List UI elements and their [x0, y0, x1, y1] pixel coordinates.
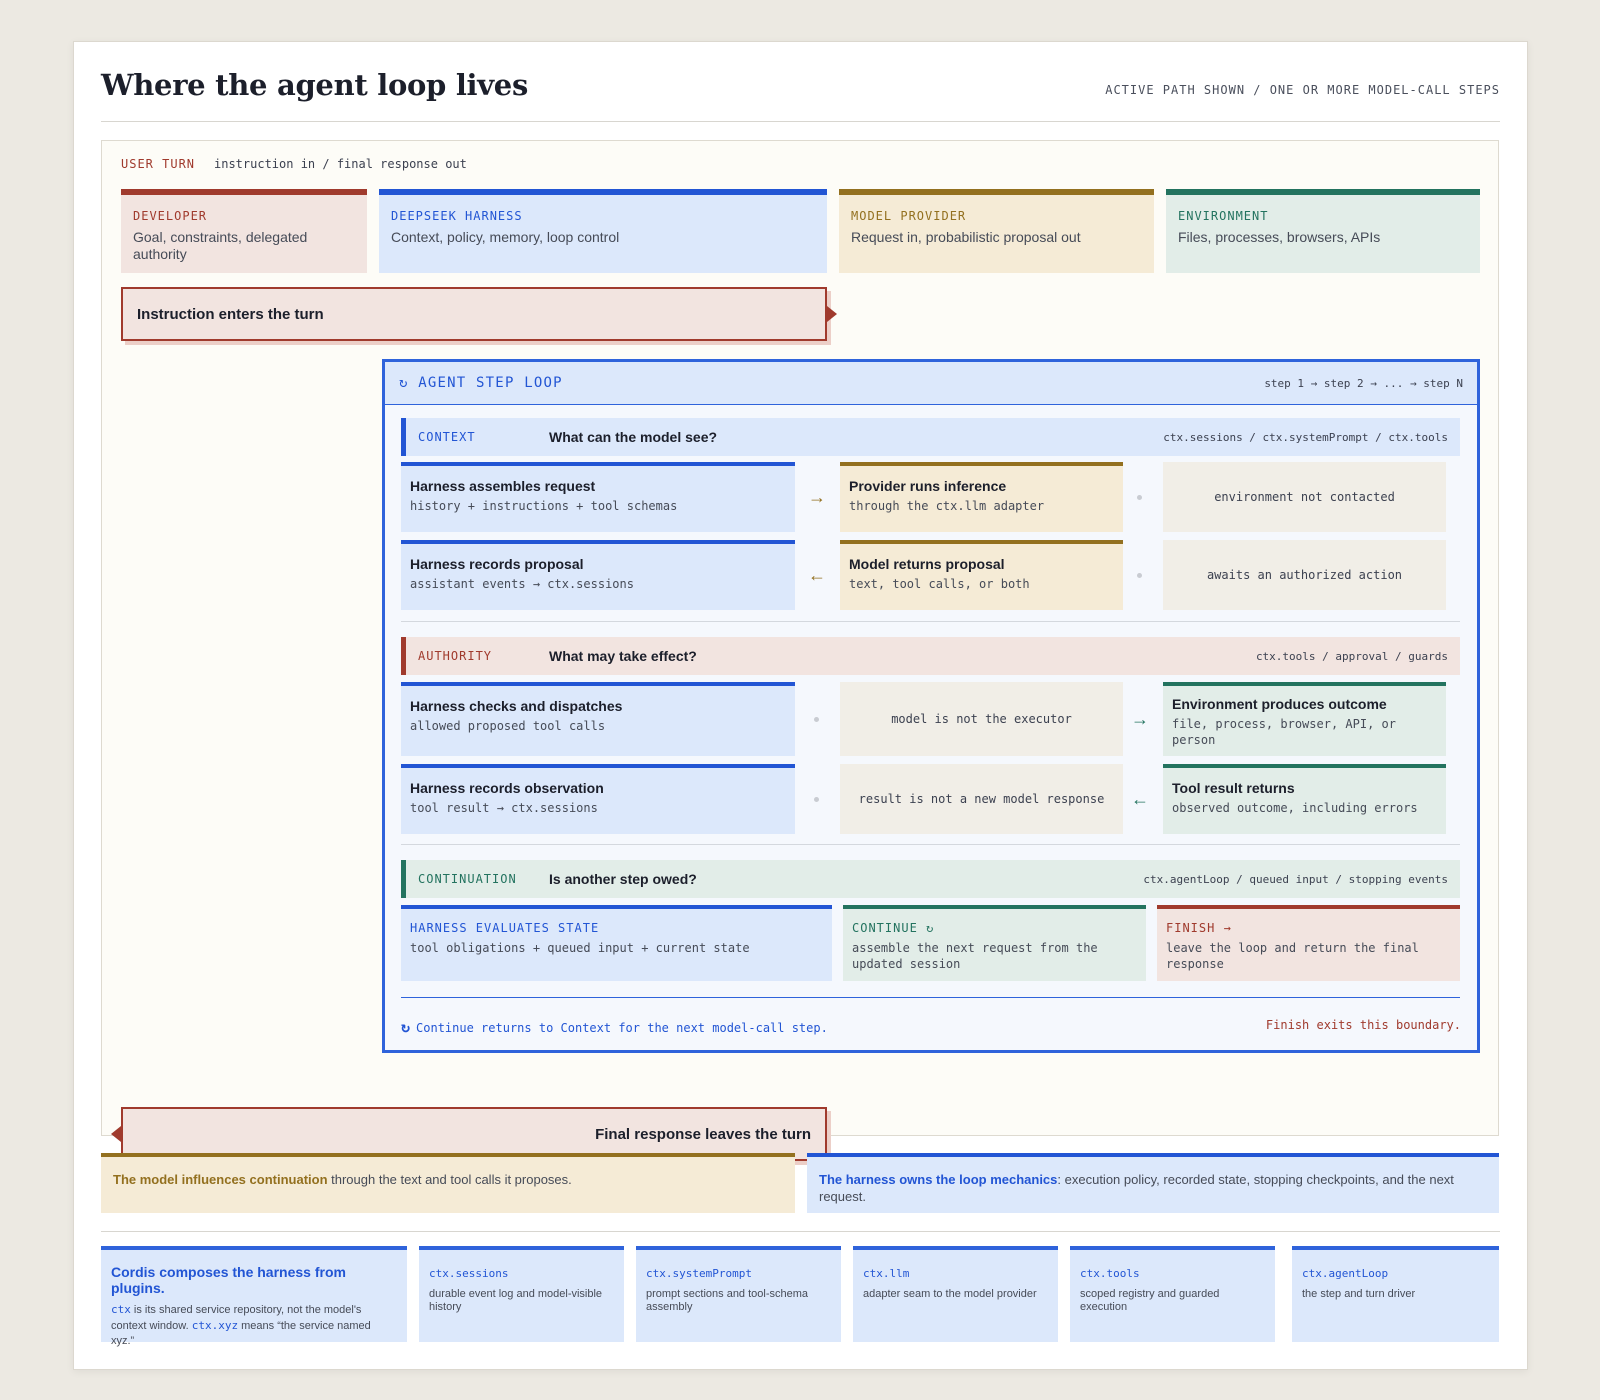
harness-assembles-request: Harness assembles request history + inst… — [401, 462, 795, 532]
phase-question: What can the model see? — [549, 429, 718, 445]
lane-name: MODEL PROVIDER — [851, 209, 967, 223]
plugin-description: scoped registry and guarded execution — [1080, 1288, 1220, 1313]
callout-strong: The model influences continuation — [113, 1172, 328, 1187]
instruction-in-signal: Instruction enters the turn — [121, 287, 837, 341]
plugin-description: the step and turn driver — [1302, 1288, 1416, 1300]
phase-authority: AUTHORITY What may take effect? ctx.tool… — [401, 637, 1460, 675]
phase-question: Is another step owed? — [549, 871, 697, 887]
loop-icon: ↻ — [399, 375, 409, 391]
environment-note: awaits an authorized action — [1163, 540, 1446, 610]
callout-text: : execution policy, recorded state, stop… — [819, 1172, 1454, 1204]
lane-name: ENVIRONMENT — [1178, 209, 1269, 223]
dot-icon — [1137, 495, 1142, 500]
phase-divider — [401, 844, 1460, 845]
plugin-ctx-systemprompt: ctx.systemPrompt prompt sections and too… — [636, 1246, 841, 1342]
lane-developer: DEVELOPER Goal, constraints, delegated a… — [121, 189, 367, 273]
turn-description: instruction in / final response out — [214, 157, 467, 171]
plugin-name: ctx.llm — [863, 1267, 910, 1280]
turn-label: USER TURN — [121, 157, 196, 171]
response-out-signal: Final response leaves the turn — [111, 1107, 827, 1161]
loop-title: ↻ AGENT STEP LOOP — [399, 375, 563, 391]
dot-icon — [814, 717, 819, 722]
plugin-ctx-agentloop: ctx.agentLoop the step and turn driver — [1292, 1246, 1499, 1342]
environment-note: environment not contacted — [1163, 462, 1446, 532]
return-loop-icon: ↻ — [401, 1018, 411, 1036]
lane-environment: ENVIRONMENT Files, processes, browsers, … — [1166, 189, 1480, 273]
plugin-name: ctx.sessions — [429, 1267, 509, 1280]
harness-evaluates-state: HARNESS EVALUATES STATE tool obligations… — [401, 905, 832, 981]
title-divider — [101, 121, 1500, 122]
phase-refs: ctx.tools / approval / guards — [1255, 649, 1448, 663]
phase-name: CONTINUATION — [418, 872, 517, 886]
callout-model-influence: The model influences continuation throug… — [101, 1153, 795, 1213]
dot-icon — [1137, 573, 1142, 578]
plugin-ctx-tools: ctx.tools scoped registry and guarded ex… — [1070, 1246, 1275, 1342]
arrow-right-icon: → — [808, 487, 826, 507]
environment-produces-outcome: Environment produces outcome file, proce… — [1163, 682, 1446, 756]
plugins-intro: Cordis composes the harness from plugins… — [101, 1246, 407, 1347]
phase-refs: ctx.agentLoop / queued input / stopping … — [1143, 872, 1448, 886]
callout-harness-ownership: The harness owns the loop mechanics: exe… — [807, 1153, 1499, 1213]
model-note: result is not a new model response — [840, 764, 1123, 834]
signal-label: Final response leaves the turn — [595, 1125, 811, 1143]
provider-runs-inference: Provider runs inference through the ctx.… — [840, 462, 1123, 532]
plugins-intro-title: Cordis composes the harness from plugins… — [111, 1264, 346, 1296]
plugin-name: ctx.systemPrompt — [646, 1267, 752, 1280]
lane-description: Request in, probabilistic proposal out — [851, 229, 1081, 245]
lane-name: DEVELOPER — [133, 209, 208, 223]
lane-name: DEEPSEEK HARNESS — [391, 209, 523, 223]
bottom-divider — [101, 1231, 1500, 1232]
phase-refs: ctx.sessions / ctx.systemPrompt / ctx.to… — [1163, 430, 1448, 444]
phase-divider — [401, 621, 1460, 622]
harness-records-proposal: Harness records proposal assistant event… — [401, 540, 795, 610]
loop-return-note: ↻ Continue returns to Context for the nex… — [401, 1018, 828, 1036]
callout-strong: The harness owns the loop mechanics — [819, 1172, 1058, 1187]
plugin-name: ctx.agentLoop — [1302, 1267, 1389, 1280]
phase-question: What may take effect? — [549, 648, 697, 664]
loop-steps: step 1 → step 2 → ... → step N — [1264, 377, 1463, 390]
continue-option: CONTINUE ↻ assemble the next request fro… — [843, 905, 1146, 981]
lane-description: Files, processes, browsers, APIs — [1178, 229, 1381, 245]
return-text: Continue returns to Context for the next… — [416, 1021, 828, 1035]
arrow-left-icon: ← — [1131, 789, 1149, 809]
plugin-description: adapter seam to the model provider — [863, 1288, 1037, 1300]
agent-step-loop: ↻ AGENT STEP LOOP step 1 → step 2 → ... … — [382, 359, 1480, 1053]
harness-records-observation: Harness records observation tool result … — [401, 764, 795, 834]
lane-description: Goal, constraints, delegated authority — [133, 229, 308, 262]
page-title: Where the agent loop lives — [101, 68, 528, 102]
phase-name: AUTHORITY — [418, 649, 493, 663]
loop-exit-note: Finish exits this boundary. — [1265, 1018, 1461, 1032]
phase-name: CONTEXT — [418, 430, 476, 444]
model-returns-proposal: Model returns proposal text, tool calls,… — [840, 540, 1123, 610]
phase-context: CONTEXT What can the model see? ctx.sess… — [401, 418, 1460, 456]
plugins-intro-body: ctx is its shared service repository, no… — [111, 1303, 371, 1347]
page-subtitle: ACTIVE PATH SHOWN / ONE OR MORE MODEL-CA… — [1105, 83, 1500, 97]
plugin-description: durable event log and model-visible hist… — [429, 1288, 603, 1313]
plugin-ctx-sessions: ctx.sessions durable event log and model… — [419, 1246, 624, 1342]
lane-description: Context, policy, memory, loop control — [391, 229, 620, 245]
model-note: model is not the executor — [840, 682, 1123, 756]
signal-label: Instruction enters the turn — [137, 305, 324, 323]
arrow-left-icon — [111, 1126, 121, 1142]
lane-model-provider: MODEL PROVIDER Request in, probabilistic… — [839, 189, 1154, 273]
harness-checks-dispatches: Harness checks and dispatches allowed pr… — [401, 682, 795, 756]
lane-harness: DEEPSEEK HARNESS Context, policy, memory… — [379, 189, 827, 273]
arrow-left-icon: ← — [808, 565, 826, 585]
diagram-card: Where the agent loop lives ACTIVE PATH S… — [73, 41, 1528, 1370]
phase-continuation: CONTINUATION Is another step owed? ctx.a… — [401, 860, 1460, 898]
dot-icon — [814, 797, 819, 802]
plugin-ctx-llm: ctx.llm adapter seam to the model provid… — [853, 1246, 1058, 1342]
plugin-name: ctx.tools — [1080, 1267, 1140, 1280]
callout-text: through the text and tool calls it propo… — [327, 1172, 572, 1187]
loop-header: ↻ AGENT STEP LOOP step 1 → step 2 → ... … — [385, 362, 1477, 405]
user-turn-boundary: USER TURN instruction in / final respons… — [101, 140, 1499, 1161]
loop-footer-divider — [401, 997, 1460, 998]
arrow-right-icon: → — [1131, 709, 1149, 729]
finish-option: FINISH → leave the loop and return the f… — [1157, 905, 1460, 981]
plugin-description: prompt sections and tool-schema assembly — [646, 1288, 809, 1313]
loop-title-text: AGENT STEP LOOP — [418, 375, 563, 391]
tool-result-returns: Tool result returns observed outcome, in… — [1163, 764, 1446, 834]
arrow-right-icon — [827, 306, 837, 322]
